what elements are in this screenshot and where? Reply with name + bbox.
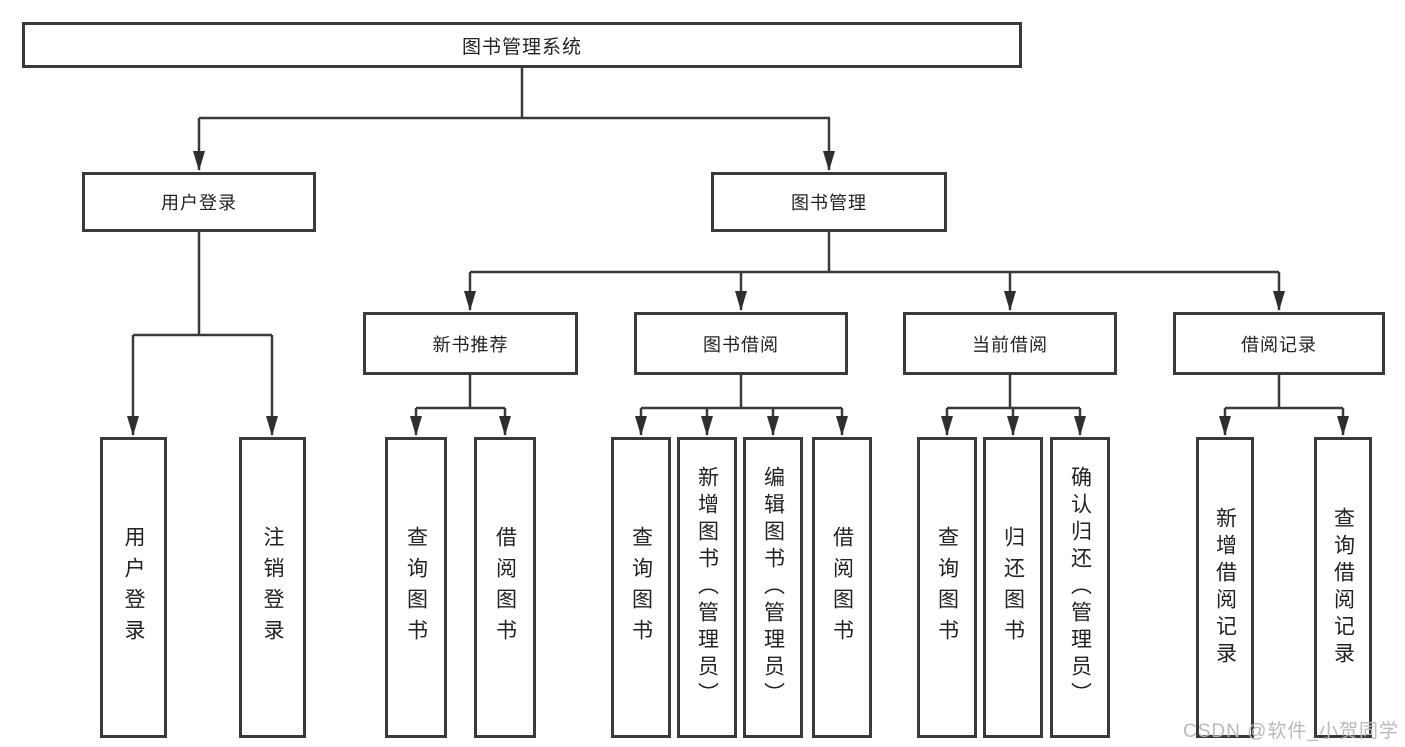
leaf-add-book-admin: 新增图书（管理员） (677, 437, 737, 738)
leaf-query-borrow-record-label: 查询借阅记录 (1331, 506, 1355, 669)
leaf-borrow-books-recommend-label: 借阅图书 (493, 525, 517, 650)
leaf-logout: 注销登录 (239, 437, 306, 738)
leaf-query-books-borrow-label: 查询图书 (629, 525, 653, 650)
leaf-query-books-current-label: 查询图书 (935, 525, 959, 650)
leaf-add-borrow-record-label: 新增借阅记录 (1213, 506, 1237, 669)
leaf-query-books-recommend: 查询图书 (385, 437, 447, 738)
leaf-logout-label: 注销登录 (261, 525, 284, 650)
connector-borrow-records-branch (1219, 375, 1349, 436)
leaf-confirm-return-admin: 确认归还（管理员） (1050, 437, 1110, 738)
node-current-borrow: 当前借阅 (903, 312, 1117, 375)
node-current-borrow-label: 当前借阅 (972, 334, 1048, 355)
node-book-borrow: 图书借阅 (634, 312, 848, 375)
leaf-edit-book-admin: 编辑图书（管理员） (743, 437, 803, 738)
leaf-query-books-borrow: 查询图书 (611, 437, 671, 738)
leaf-user-login: 用户登录 (100, 437, 167, 738)
connector-new-book-recommend-branch (410, 375, 511, 436)
leaf-return-book: 归还图书 (983, 437, 1043, 738)
connector-book-borrow-branch (635, 375, 848, 436)
node-book-management: 图书管理 (711, 172, 947, 232)
node-new-book-recommend-label: 新书推荐 (432, 334, 509, 355)
leaf-return-book-label: 归还图书 (1001, 525, 1025, 650)
node-user-login: 用户登录 (82, 172, 316, 232)
node-root-label: 图书管理系统 (461, 36, 582, 58)
connector-book-management-branch (464, 232, 1285, 311)
leaf-user-login-label: 用户登录 (122, 525, 145, 650)
leaf-borrow-books: 借阅图书 (812, 437, 872, 738)
leaf-query-books-current: 查询图书 (917, 437, 977, 738)
leaf-borrow-books-recommend: 借阅图书 (474, 437, 536, 738)
leaf-query-borrow-record: 查询借阅记录 (1314, 437, 1372, 738)
watermark: CSDN @软件_小贺同学 (1183, 721, 1399, 742)
connector-user-login-branch (127, 232, 278, 436)
node-user-login-label: 用户登录 (161, 193, 237, 213)
node-book-management-label: 图书管理 (791, 193, 867, 213)
connector-root-branch (193, 68, 835, 171)
leaf-query-books-recommend-label: 查询图书 (404, 525, 428, 650)
leaf-add-book-admin-label: 新增图书（管理员） (695, 466, 719, 709)
node-new-book-recommend: 新书推荐 (363, 312, 578, 375)
node-borrow-records-label: 借阅记录 (1241, 334, 1317, 355)
node-root: 图书管理系统 (22, 22, 1022, 68)
node-book-borrow-label: 图书借阅 (703, 334, 779, 355)
leaf-borrow-books-label: 借阅图书 (830, 525, 854, 650)
leaf-edit-book-admin-label: 编辑图书（管理员） (761, 466, 785, 709)
connector-current-borrow-branch (941, 375, 1086, 436)
node-borrow-records: 借阅记录 (1173, 312, 1385, 375)
leaf-add-borrow-record: 新增借阅记录 (1196, 437, 1254, 738)
leaf-confirm-return-admin-label: 确认归还（管理员） (1068, 466, 1092, 709)
